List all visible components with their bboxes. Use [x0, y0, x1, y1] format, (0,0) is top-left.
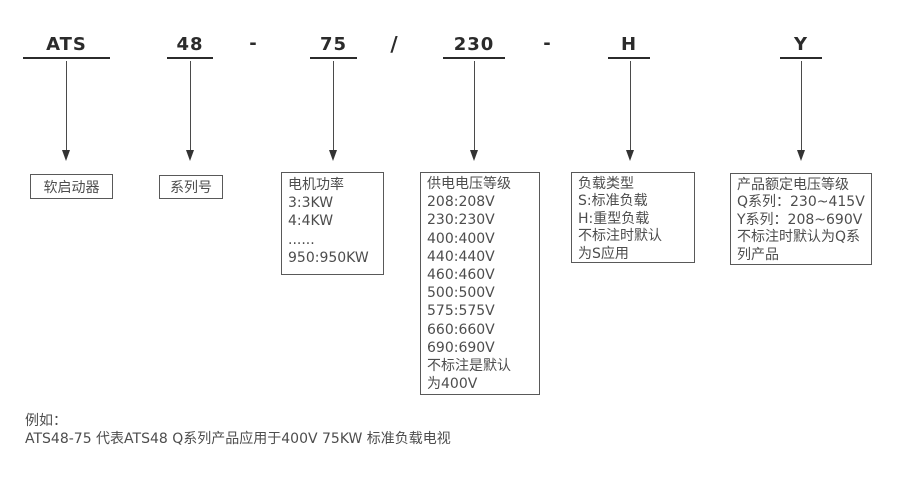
- box-motor-power-title: 电机功率: [288, 177, 344, 193]
- box-series-number: 系列号: [159, 175, 223, 199]
- arrow-down-icon: [796, 150, 805, 161]
- box-load-type-title: 负载类型: [578, 176, 634, 192]
- box-soft-starter: 软启动器: [30, 174, 113, 199]
- box-motor-power: 电机功率 3:3KW 4:4KW ...... 950:950KW: [281, 172, 384, 275]
- box-rated-voltage-title: 产品额定电压等级: [737, 177, 849, 193]
- box-supply-voltage-title: 供电电压等级: [427, 176, 511, 192]
- code-segment-230: 230: [443, 33, 505, 59]
- example-text: ATS48-75 代表ATS48 Q系列产品应用于400V 75KW 标准负载电…: [25, 431, 451, 447]
- box-rated-voltage: 产品额定电压等级 Q系列：230~415V Y系列：208~690V 不标注时默…: [730, 173, 872, 265]
- example-label: 例如：: [25, 413, 67, 429]
- code-segment-ats: ATS: [23, 33, 110, 59]
- arrow-down-icon: [469, 150, 478, 161]
- box-soft-starter-label: 软启动器: [43, 179, 100, 196]
- code-segment-y: Y: [780, 33, 822, 59]
- code-separator-hyphen-1: -: [249, 33, 257, 54]
- example-note: 例如： ATS48-75 代表ATS48 Q系列产品应用于400V 75KW 标…: [25, 412, 451, 448]
- arrow-down-icon: [328, 150, 337, 161]
- code-segment-75: 75: [310, 33, 357, 59]
- code-separator-hyphen-2: -: [543, 33, 551, 54]
- box-series-number-label: 系列号: [170, 180, 212, 196]
- arrow-down-icon: [62, 150, 70, 161]
- arrow-down-icon: [625, 150, 634, 161]
- code-segment-48: 48: [167, 33, 213, 59]
- box-supply-voltage: 供电电压等级 208:208V 230:230V 400:400V 440:44…: [420, 172, 540, 395]
- box-load-type: 负载类型 S:标准负载 H:重型负载 不标注时默认 为S应用: [571, 172, 695, 263]
- code-separator-slash: /: [390, 32, 398, 56]
- arrow-down-icon: [185, 150, 194, 161]
- code-segment-h: H: [608, 33, 650, 59]
